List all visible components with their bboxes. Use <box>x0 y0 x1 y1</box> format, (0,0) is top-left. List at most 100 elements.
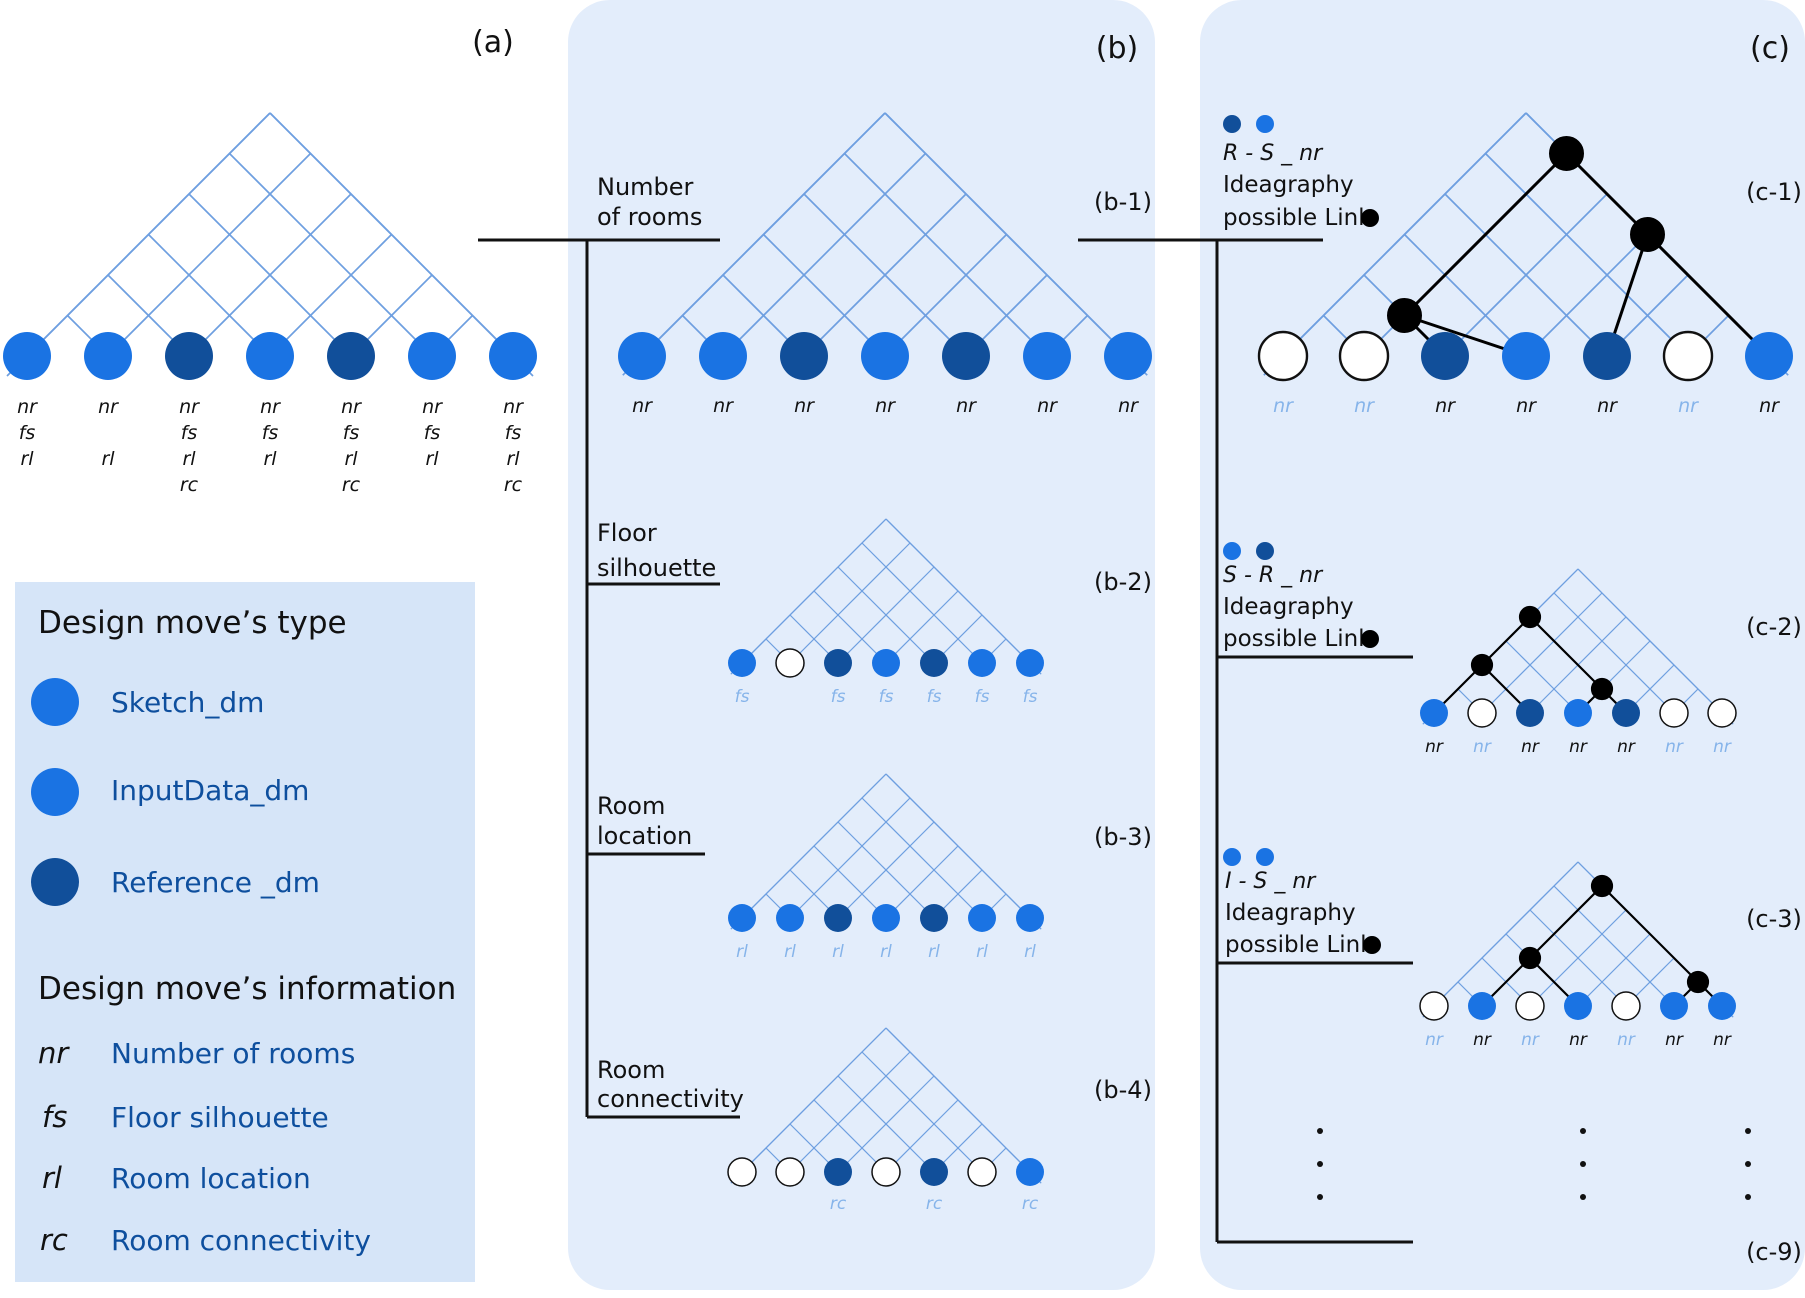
panel-c-label: (c) <box>1750 31 1790 66</box>
legend-info-title: Design move’s information <box>38 971 456 1007</box>
a-col1-rl: rl <box>20 448 34 470</box>
b4-node-7 <box>1016 1158 1044 1186</box>
c3-node-3 <box>1515 991 1545 1021</box>
c1-code-dot-2 <box>1256 115 1274 133</box>
b1-label-6: nr <box>1037 395 1058 417</box>
c1-line1: Ideagraphy <box>1223 172 1354 198</box>
c3-code-dot-1 <box>1223 848 1241 866</box>
b1-label-1: nr <box>632 395 653 417</box>
b3-node-4 <box>872 904 900 932</box>
c3-label-7: nr <box>1713 1030 1732 1050</box>
b4-label-3: rc <box>830 1194 847 1214</box>
c1-link-node-2 <box>1630 217 1665 252</box>
c1-label-2: nr <box>1354 395 1375 417</box>
legend-abbr-nr: nr <box>38 1036 70 1070</box>
c1-node-5 <box>1583 332 1631 380</box>
c1-label-5: nr <box>1597 395 1618 417</box>
c2-link-node-2 <box>1470 653 1494 677</box>
a-col3-fs: fs <box>181 422 198 444</box>
a-col1-nr: nr <box>17 396 38 418</box>
c3-label-5: nr <box>1617 1030 1636 1050</box>
c3-id: (c-3) <box>1746 905 1802 933</box>
b4-node-1 <box>727 1157 757 1187</box>
b1-label-5: nr <box>956 395 977 417</box>
a-col3-rc: rc <box>180 474 199 496</box>
b2-node-6 <box>968 649 996 677</box>
panel-b-label: (b) <box>1096 31 1138 66</box>
b2-label-1: fs <box>735 687 750 707</box>
a-node-5 <box>327 332 375 380</box>
b4-title-line1: Room <box>597 1056 665 1084</box>
c2-label-6: nr <box>1665 737 1684 757</box>
c3-link-node-2 <box>1518 946 1542 970</box>
c1-id: (c-1) <box>1746 178 1802 206</box>
c2-label-5: nr <box>1617 737 1636 757</box>
panel-b-background <box>568 0 1155 1290</box>
b2-title-line2: silhouette <box>597 554 716 582</box>
c3-node-4 <box>1564 992 1592 1020</box>
c1-link-node-3 <box>1387 298 1422 333</box>
a-col3-nr: nr <box>179 396 200 418</box>
c2-node-3 <box>1516 699 1544 727</box>
b3-label-6: rl <box>976 942 988 962</box>
a-col6-nr: nr <box>422 396 443 418</box>
b4-node-5 <box>920 1158 948 1186</box>
a-col5-nr: nr <box>341 396 362 418</box>
legend-input-label: InputData_dm <box>111 774 309 807</box>
b4-label-7: rc <box>1022 1194 1039 1214</box>
c2-link-node-1 <box>1518 605 1542 629</box>
c9-id: (c-9) <box>1746 1238 1802 1266</box>
a-col7-nr: nr <box>503 396 524 418</box>
c3-label-6: nr <box>1665 1030 1684 1050</box>
b1-id: (b-1) <box>1094 188 1152 216</box>
b2-node-1 <box>728 649 756 677</box>
b2-label-5: fs <box>927 687 942 707</box>
a-col7-fs: fs <box>505 422 522 444</box>
b3-label-3: rl <box>832 942 844 962</box>
b1-node-6 <box>1023 332 1071 380</box>
c3-line1: Ideagraphy <box>1225 900 1356 926</box>
c2-label-4: nr <box>1569 737 1588 757</box>
b2-label-4: fs <box>879 687 894 707</box>
b3-label-1: rl <box>736 942 748 962</box>
c2-label-7: nr <box>1713 737 1732 757</box>
b2-label-7: fs <box>1023 687 1038 707</box>
c1-label-6: nr <box>1678 395 1699 417</box>
c1-annotation: R - S _ nr Ideagraphy possible Link (c-1… <box>1223 115 1802 231</box>
c3-node-2 <box>1468 992 1496 1020</box>
b1-label-7: nr <box>1118 395 1139 417</box>
grid-b1 <box>622 112 1148 376</box>
legend-label-nr: Number of rooms <box>111 1037 355 1070</box>
inputdata-dm-swatch <box>31 768 79 816</box>
b3-label-5: rl <box>928 942 940 962</box>
b4-title-line2: connectivity <box>597 1085 744 1113</box>
a-col6-rl: rl <box>425 448 439 470</box>
b1-label-4: nr <box>875 395 896 417</box>
c3-link-node-1 <box>1590 874 1614 898</box>
b1-node-7 <box>1104 332 1152 380</box>
c3-code: I - S _ nr <box>1225 869 1317 894</box>
c2-label-1: nr <box>1425 737 1444 757</box>
c1-code: R - S _ nr <box>1223 141 1324 166</box>
b2-node-5 <box>920 649 948 677</box>
b3-node-2 <box>776 904 804 932</box>
legend-abbr-fs: fs <box>42 1100 67 1134</box>
c1-node-3 <box>1421 332 1469 380</box>
b4-node-3 <box>824 1158 852 1186</box>
c2-link-dot <box>1361 630 1379 648</box>
c2-line1: Ideagraphy <box>1223 594 1354 620</box>
b3-title-line1: Room <box>597 792 665 820</box>
c2-link-node-3 <box>1590 677 1614 701</box>
ellipsis-dots <box>1317 1128 1751 1200</box>
b4-node-6 <box>967 1157 997 1187</box>
panel-a-label: (a) <box>472 25 514 60</box>
c1-node-7 <box>1745 332 1793 380</box>
c1-code-dot-1 <box>1223 115 1241 133</box>
b4-id: (b-4) <box>1094 1076 1152 1104</box>
c3-label-1: nr <box>1425 1030 1444 1050</box>
grid-b3 <box>730 773 1042 930</box>
c1-label-7: nr <box>1759 395 1780 417</box>
b2-node-3 <box>824 649 852 677</box>
c3-link-dot <box>1363 936 1381 954</box>
c2-annotation: S - R _ nr Ideagraphy possible Link (c-2… <box>1223 542 1802 652</box>
